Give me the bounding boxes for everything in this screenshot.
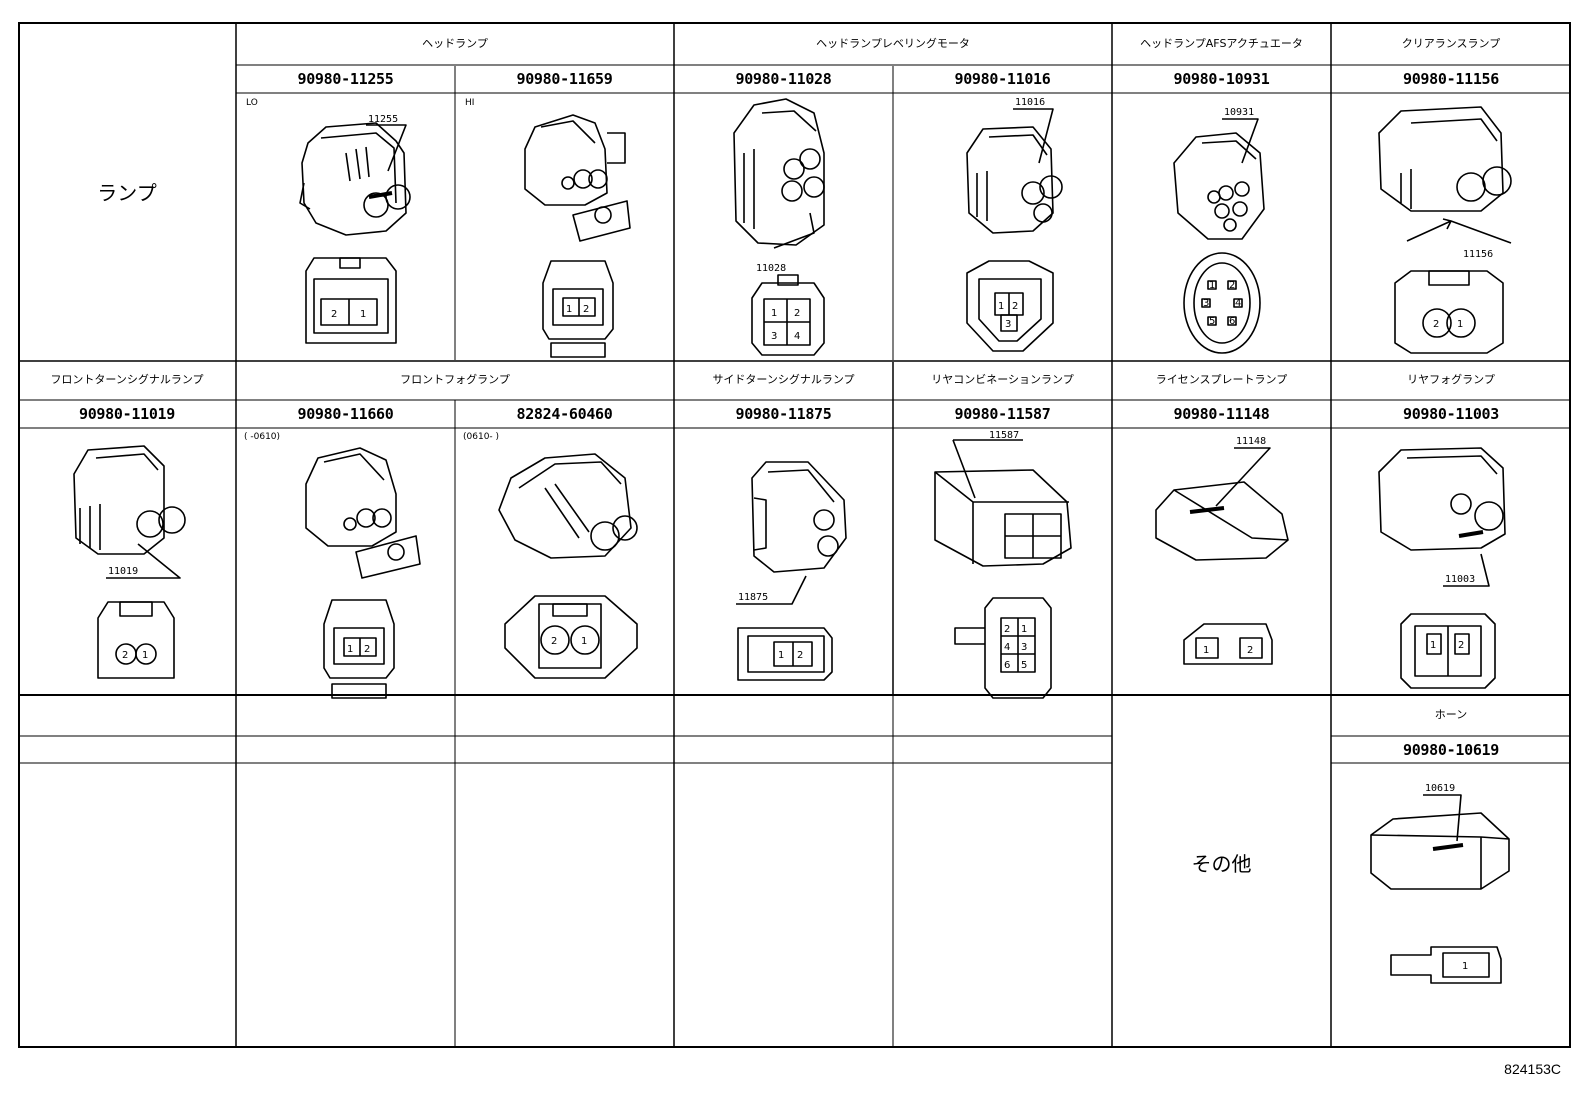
part-number: 90980-11587 — [954, 405, 1051, 423]
pin-label: 1 — [1430, 640, 1436, 651]
pin-label: 3 — [1021, 642, 1027, 653]
part-number: 90980-11255 — [297, 70, 394, 88]
variant-note-until-0610: ( -0610) — [244, 432, 281, 442]
pin-label: 3 — [1203, 298, 1209, 309]
pin-label: 1 — [142, 650, 148, 661]
category-lamp: ランプ — [97, 181, 157, 205]
group-header-front-turn: フロントターンシグナルランプ — [50, 373, 204, 386]
pin-label: 1 — [1209, 280, 1215, 291]
pin-label: 1 — [581, 636, 587, 647]
pin-label: 1 — [347, 644, 353, 655]
pin-label: 2 — [1433, 319, 1439, 330]
group-header-leveling-motor: ヘッドランプレベリングモータ — [816, 37, 970, 50]
variant-note-lo: LO — [246, 98, 258, 108]
pin-label: 5 — [1021, 660, 1027, 671]
pin-label: 1 — [1203, 645, 1209, 656]
group-header-clearance-lamp: クリアランスランプ — [1401, 37, 1501, 50]
pin-label: 4 — [1235, 298, 1241, 309]
pin-label: 2 — [551, 636, 557, 647]
callout-label: 11003 — [1445, 574, 1475, 585]
pin-label: 3 — [1005, 319, 1011, 330]
group-header-license-plate: ライセンスプレートランプ — [1155, 373, 1288, 386]
connector-90980-11875: 11875 1 2 — [736, 461, 847, 681]
callout-label: 11148 — [1236, 436, 1266, 447]
pin-label: 6 — [1229, 316, 1235, 327]
pin-label: 2 — [364, 644, 370, 655]
callout-label: 11028 — [756, 263, 786, 274]
connector-90980-11587: 11587 2 1 4 3 6 5 — [934, 430, 1072, 699]
connector-90980-11255: 11255 2 1 — [299, 114, 411, 344]
callout-label: 11019 — [108, 566, 138, 577]
connector-drawings: 11255 2 1 — [73, 97, 1512, 984]
connector-90980-10931: 10931 1 2 3 4 5 6 — [1173, 107, 1265, 354]
connector-90980-11660: 1 2 — [305, 447, 421, 699]
part-number: 90980-10931 — [1173, 70, 1270, 88]
part-number: 90980-11148 — [1173, 405, 1270, 423]
grid-lines — [18, 22, 1571, 1048]
pin-label: 2 — [1229, 280, 1235, 291]
pin-label: 4 — [794, 331, 800, 342]
pin-label: 1 — [771, 308, 777, 319]
part-number: 90980-11016 — [954, 70, 1051, 88]
variant-note-from-0610: (0610- ) — [463, 432, 500, 442]
pin-label: 2 — [794, 308, 800, 319]
pin-label: 5 — [1209, 316, 1215, 327]
group-header-side-turn: サイドターンシグナルランプ — [712, 373, 855, 386]
group-header-afs-actuator: ヘッドランプAFSアクチュエータ — [1140, 37, 1303, 50]
variant-note-hi: HI — [465, 98, 475, 108]
connector-90980-11148: 11148 1 2 — [1155, 436, 1289, 665]
group-header-rear-fog: リヤフォグランプ — [1407, 373, 1495, 386]
pin-label: 4 — [1004, 642, 1010, 653]
pin-label: 2 — [331, 309, 337, 320]
connector-90980-11156: 11156 2 1 — [1378, 106, 1512, 354]
part-number: 90980-11003 — [1402, 405, 1500, 423]
group-header-horn: ホーン — [1434, 708, 1468, 721]
connector-90980-11019: 11019 2 1 — [73, 445, 186, 679]
connector-82824-60460: 2 1 — [498, 453, 638, 679]
callout-label: 11156 — [1463, 249, 1493, 260]
connector-90980-10619: 10619 1 — [1370, 783, 1510, 984]
pin-label: 1 — [1462, 961, 1468, 972]
group-header-front-fog: フロントフォグランプ — [400, 373, 510, 386]
pin-label: 2 — [1004, 624, 1010, 635]
pin-label: 2 — [797, 650, 803, 661]
group-header-rear-combination: リヤコンビネーションランプ — [931, 373, 1074, 386]
pin-label: 1 — [566, 304, 572, 315]
part-number: 90980-11659 — [516, 70, 613, 88]
callout-label: 10931 — [1224, 107, 1254, 118]
callout-label: 11587 — [989, 430, 1019, 441]
connector-90980-11016: 11016 1 2 3 — [966, 97, 1063, 352]
callout-label: 11016 — [1015, 97, 1045, 108]
pin-label: 1 — [360, 309, 366, 320]
connector-90980-11003: 11003 1 2 — [1378, 447, 1506, 689]
connector-90980-11028: 11028 1 2 3 4 — [733, 98, 825, 356]
pin-label: 1 — [998, 301, 1004, 312]
part-number: 90980-11028 — [735, 70, 832, 88]
pin-label: 3 — [771, 331, 777, 342]
pin-label: 1 — [1457, 319, 1463, 330]
part-number: 90980-11156 — [1402, 70, 1500, 88]
diagram-id: 824153C — [1504, 1061, 1561, 1077]
connector-sheet: ランプ その他 ヘッドランプ ヘッドランプレベリングモータ ヘッドランプAFSア… — [18, 22, 1571, 1048]
callout-label: 11255 — [368, 114, 398, 125]
category-other: その他 — [1191, 852, 1252, 876]
pin-label: 2 — [583, 304, 589, 315]
part-number: 82824-60460 — [516, 405, 613, 423]
part-number: 90980-10619 — [1402, 741, 1500, 759]
group-header-headlamp: ヘッドランプ — [422, 37, 488, 50]
part-number: 90980-11875 — [735, 405, 832, 423]
pin-label: 2 — [1458, 640, 1464, 651]
callout-label: 11875 — [738, 592, 768, 603]
part-number: 90980-11660 — [297, 405, 394, 423]
pin-label: 1 — [778, 650, 784, 661]
pin-label: 1 — [1021, 624, 1027, 635]
pin-label: 2 — [1247, 645, 1253, 656]
pin-label: 2 — [122, 650, 128, 661]
pin-label: 2 — [1012, 301, 1018, 312]
part-number: 90980-11019 — [78, 405, 176, 423]
callout-label: 10619 — [1425, 783, 1455, 794]
connector-90980-11659: 1 2 — [524, 114, 631, 358]
pin-label: 6 — [1004, 660, 1010, 671]
